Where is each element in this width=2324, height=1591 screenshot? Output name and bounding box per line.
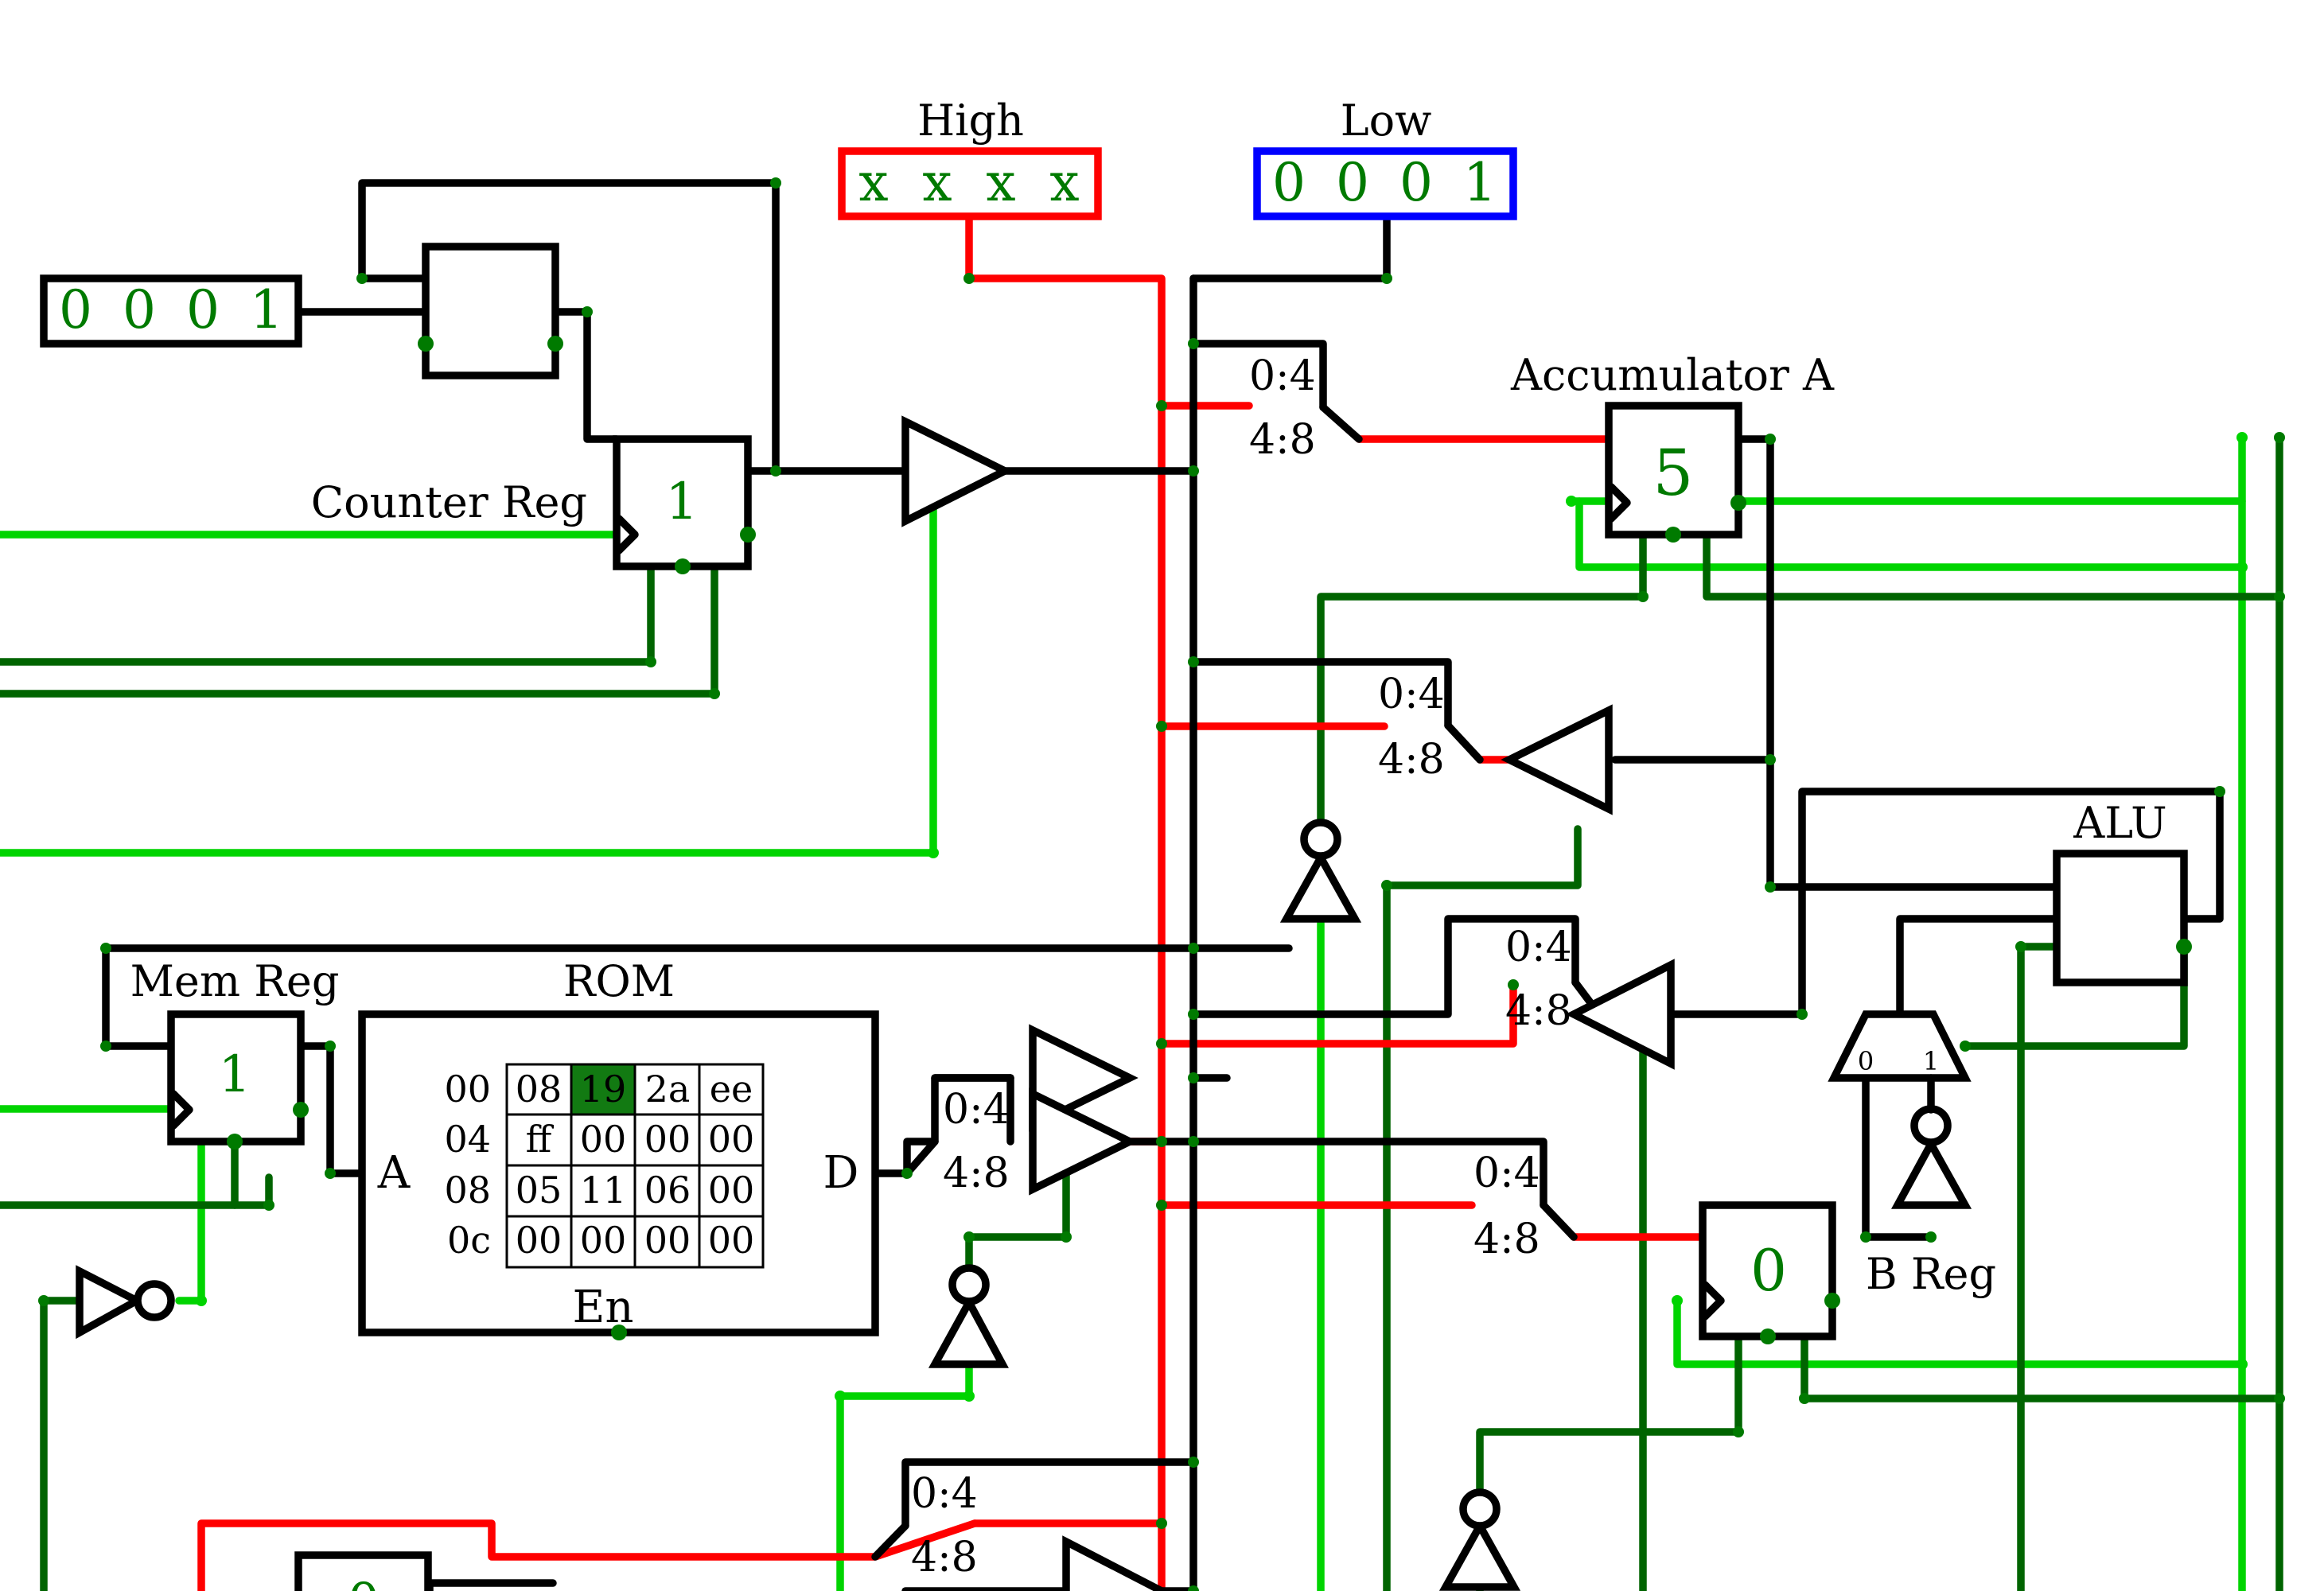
rom-cell: 00 xyxy=(644,1118,691,1161)
rom-cell: 11 xyxy=(580,1169,627,1212)
bottom-register[interactable]: 0 xyxy=(294,1551,432,1591)
accumulator-label: Accumulator A xyxy=(1510,350,1835,400)
rom-data-pin: D xyxy=(823,1147,859,1199)
not-gate-rom[interactable] xyxy=(928,1264,1009,1368)
rom-cell: 00 xyxy=(708,1169,755,1212)
data-wires xyxy=(102,179,2224,1591)
accumulator-register[interactable]: 5 xyxy=(1605,402,1746,543)
low-digit: 0 xyxy=(1336,152,1369,213)
splitter-low-bits: 0:4 xyxy=(943,1086,1010,1134)
input-pin-digit: 0 xyxy=(59,279,92,340)
accumulator-buffer[interactable] xyxy=(1501,704,1613,815)
mux[interactable]: 0 1 xyxy=(1828,1010,1972,1082)
b-reg-value: 0 xyxy=(1750,1237,1787,1304)
splitter-rom-data: 0:4 4:8 xyxy=(903,1074,1014,1197)
splitter-b-reg: 0:4 4:8 xyxy=(1473,1149,1578,1263)
not-gate-bottom[interactable] xyxy=(1438,1488,1521,1591)
splitter-accumulator-out: 0:4 4:8 xyxy=(1378,671,1484,784)
input-pins-display[interactable]: 0 0 0 1 xyxy=(40,274,302,348)
low-digit: 0 xyxy=(1272,152,1306,213)
mem-reg-label: Mem Reg xyxy=(130,956,340,1006)
splitter-low-bits: 0:4 xyxy=(1505,924,1572,971)
splitter-low-bits: 0:4 xyxy=(1378,671,1445,718)
rom-cell: 08 xyxy=(516,1068,563,1111)
splitter-low-bits: 0:4 xyxy=(1249,352,1316,400)
input-pin-digit: 1 xyxy=(250,279,283,340)
rom-cell: 00 xyxy=(516,1219,563,1262)
high-digit: x xyxy=(1049,152,1079,213)
splitter-low-bits: 0:4 xyxy=(1473,1149,1540,1197)
rom-cell: 00 xyxy=(708,1219,755,1262)
rom-highlighted-cell xyxy=(571,1064,635,1114)
rom-row-address: 08 xyxy=(444,1169,491,1212)
high-bus-wires xyxy=(197,212,1707,1591)
rom-cell: 05 xyxy=(516,1169,563,1212)
mem-register[interactable]: 1 xyxy=(167,1010,309,1149)
rom-cell: ee xyxy=(710,1068,753,1111)
splitter-low-bits: 0:4 xyxy=(911,1470,978,1518)
accumulator-value: 5 xyxy=(1653,436,1694,510)
splitter-high-bits: 4:8 xyxy=(1249,416,1316,464)
rom-row-address: 04 xyxy=(444,1118,491,1161)
counter-reg-value: 1 xyxy=(666,473,699,531)
alu[interactable] xyxy=(2053,850,2192,986)
counter-reg-label: Counter Reg xyxy=(311,477,587,527)
splitter-high-bits: 4:8 xyxy=(1473,1216,1540,1263)
low-label: Low xyxy=(1341,95,1432,146)
high-display: x x x x xyxy=(838,147,1102,220)
rom-cell: 2a xyxy=(645,1068,691,1111)
mux-input-0: 0 xyxy=(1858,1046,1874,1076)
rom-cell: ff xyxy=(526,1118,555,1161)
b-reg-label: B Reg xyxy=(1866,1249,1996,1299)
input-pin-digit: 0 xyxy=(123,279,156,340)
rom-cell: 19 xyxy=(580,1068,627,1111)
rom-address-pin: A xyxy=(377,1147,411,1199)
rom-buffer-high[interactable] xyxy=(1029,1087,1139,1196)
high-digit: x xyxy=(986,152,1015,213)
rom-label: ROM xyxy=(563,956,675,1006)
bottom-buffer[interactable] xyxy=(1062,1535,1170,1591)
junction-dots xyxy=(38,177,2285,1591)
rom-cell: 00 xyxy=(580,1219,627,1262)
rom-row-address: 00 xyxy=(444,1068,491,1111)
rom-enable-pin: En xyxy=(573,1282,634,1333)
rom-cell: 00 xyxy=(580,1118,627,1161)
splitter-high-bits: 4:8 xyxy=(1378,736,1445,784)
alu-buffer[interactable] xyxy=(1565,959,1675,1070)
not-gate-mem-reg[interactable] xyxy=(76,1265,175,1340)
low-digit: 1 xyxy=(1463,152,1497,213)
counter-register[interactable]: 1 xyxy=(613,435,756,574)
input-pin-digit: 0 xyxy=(186,279,220,340)
low-display: 0 0 0 1 xyxy=(1253,147,1517,220)
mem-reg-value: 1 xyxy=(219,1045,251,1104)
splitter-high-bits: 4:8 xyxy=(911,1534,978,1581)
splitter-accumulator: 0:4 4:8 xyxy=(1249,352,1363,464)
splitter-bottom: 0:4 4:8 xyxy=(871,1470,978,1581)
rom-cell: 00 xyxy=(708,1118,755,1161)
high-digit: x xyxy=(922,152,952,213)
splitter-high-bits: 4:8 xyxy=(1505,987,1572,1035)
adder-block[interactable] xyxy=(418,243,563,379)
b-register[interactable]: 0 xyxy=(1699,1201,1840,1344)
bottom-reg-value: 0 xyxy=(348,1573,380,1591)
rom-row-address: 0c xyxy=(447,1219,491,1262)
rom-cell: 00 xyxy=(644,1219,691,1262)
not-gate-accumulator[interactable] xyxy=(1279,819,1362,923)
alu-label: ALU xyxy=(2073,798,2166,848)
counter-buffer[interactable] xyxy=(901,415,1014,527)
high-label: High xyxy=(917,95,1024,146)
low-digit: 0 xyxy=(1399,152,1433,213)
splitter-high-bits: 4:8 xyxy=(943,1149,1010,1197)
mux-input-1: 1 xyxy=(1923,1046,1939,1076)
rom-cell: 06 xyxy=(644,1169,691,1212)
rom-memory-table: 00 04 08 0c 08 19 2a ee ff 00 00 00 xyxy=(444,1063,765,1269)
high-digit: x xyxy=(858,152,888,213)
not-gate-b-reg[interactable] xyxy=(1890,1074,1972,1209)
rom[interactable]: A D En 00 04 08 0c 08 19 2a ee f xyxy=(358,1010,879,1340)
